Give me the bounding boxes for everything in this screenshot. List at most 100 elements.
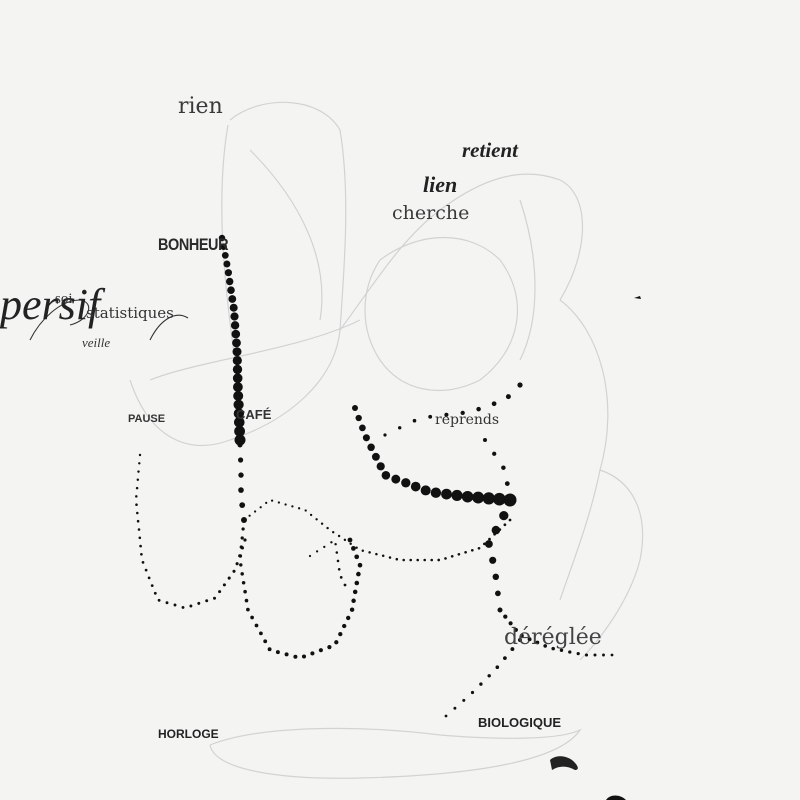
word-biologique: BIOLOGIQUE (478, 715, 562, 730)
trail-dot-left (222, 583, 226, 587)
trail-dot-middle (470, 548, 474, 552)
trail-dot-reprends (476, 406, 481, 412)
trail-dot-right-loop (501, 465, 506, 470)
trail-dot-bonheur (232, 338, 241, 348)
trail-dot-curve (441, 488, 452, 500)
word-retient: retient (462, 138, 518, 162)
trail-dot-middle (493, 532, 496, 536)
trail-dot-bonheur (234, 434, 246, 446)
trail-dot-cafe (238, 487, 244, 493)
trail-dot-left (137, 470, 140, 473)
trail-dot-middle (291, 505, 294, 508)
trail-dot-loop (354, 580, 360, 586)
trail-dot-reprends (428, 414, 433, 419)
trail-dot-bonheur (233, 408, 245, 419)
trail-dot-curve (376, 462, 385, 471)
trail-dot-spike (343, 583, 347, 587)
trail-dot-dereglee (576, 651, 580, 656)
trail-dot-left (238, 554, 242, 558)
trail-dot-middle (437, 558, 441, 562)
trail-dot-middle (381, 554, 385, 558)
trail-dot-loop (327, 645, 332, 650)
trail-dot-loop (357, 562, 363, 568)
trail-dot-curve (381, 471, 391, 480)
trail-dot-bonheur (226, 277, 234, 286)
trail-dot-loop (263, 639, 268, 644)
trail-dot-middle (416, 558, 420, 562)
trail-dot-bonheur (234, 417, 245, 428)
word-soi: soi (55, 291, 73, 307)
word-bonheur: BONHEUR (158, 235, 229, 254)
trail-dot-loop (241, 527, 245, 531)
trail-dot-curve (367, 443, 375, 452)
trail-dot-bonheur (227, 286, 235, 295)
trail-dot-bonheur (233, 390, 244, 401)
trail-dot-left (232, 569, 236, 573)
trail-dot-left (235, 562, 239, 566)
trail-dot-left (189, 604, 193, 608)
trail-dot-loop (356, 571, 361, 577)
trail-dot-curve (461, 490, 474, 503)
trail-dot-left (205, 599, 209, 603)
trail-dot-middle (464, 550, 467, 554)
trail-dot-biologique (518, 638, 522, 642)
trail-dot-middle (355, 546, 358, 549)
word-veille: veille (82, 335, 111, 350)
trail-dot-bonheur (221, 252, 229, 259)
word-cafe: CAFÉ (236, 407, 272, 422)
trail-dot-spike (334, 542, 337, 546)
trail-dot-left (147, 576, 151, 580)
trail-dot-loop (338, 631, 343, 637)
trail-dot-left (136, 511, 139, 515)
trail-dot-dereglee (527, 637, 532, 642)
trail-dot-right-drop (491, 525, 501, 535)
trail-dot-biologique (487, 674, 491, 678)
trail-dot-left (138, 536, 142, 540)
trail-dot-loop (349, 607, 355, 612)
trail-dot-loop (284, 652, 289, 657)
trail-dot-bonheur (224, 269, 232, 277)
ink-mark-bottom (606, 795, 626, 800)
trail-dot-left (136, 478, 140, 482)
trail-dot-spike (315, 550, 319, 553)
trail-dot-middle (337, 534, 341, 538)
trail-dot-middle (297, 507, 301, 510)
trail-dot-left (227, 576, 231, 580)
ink-splash (550, 756, 578, 770)
trail-dot-bonheur (232, 347, 242, 357)
trail-dot-curve (410, 481, 421, 492)
trail-dot-curve (482, 492, 495, 505)
trail-dot-curve (362, 434, 370, 442)
trail-dot-biologique (444, 714, 448, 718)
trail-dot-right-loop (507, 497, 513, 503)
trail-dot-biologique (510, 647, 515, 652)
trail-dot-left (181, 605, 185, 609)
trail-dot-middle (253, 510, 257, 513)
trail-dot-middle (332, 531, 335, 534)
trail-dot-middle (430, 558, 434, 562)
trail-dot-dereglee (602, 653, 605, 657)
trail-dot-loop (267, 647, 272, 652)
trail-dot-right-drop (484, 540, 493, 548)
word-dereglee: déréglée (504, 625, 602, 650)
word-cherche: cherche (392, 202, 470, 224)
trail-dot-reprends (491, 401, 497, 407)
trail-dot-loop (254, 623, 259, 628)
trail-dot-left (141, 561, 145, 564)
trail-dot-curve (430, 487, 442, 498)
trail-dot-middle (409, 558, 412, 562)
trail-dot-bonheur (232, 373, 243, 384)
trail-dot-spike (323, 545, 326, 549)
trail-dot-middle (248, 514, 251, 517)
trail-dot-curve (401, 478, 411, 488)
trail-dot-loop (301, 654, 307, 659)
trail-dot-loop (275, 650, 280, 655)
trail-dot-biologique (462, 698, 466, 702)
trail-dot-bonheur (233, 382, 243, 392)
trail-dot-loop (244, 598, 249, 603)
trail-dot-middle (477, 546, 481, 550)
trail-dot-loop (347, 537, 353, 543)
trail-dot-middle (375, 552, 378, 556)
trail-dot-biologique (470, 690, 475, 695)
